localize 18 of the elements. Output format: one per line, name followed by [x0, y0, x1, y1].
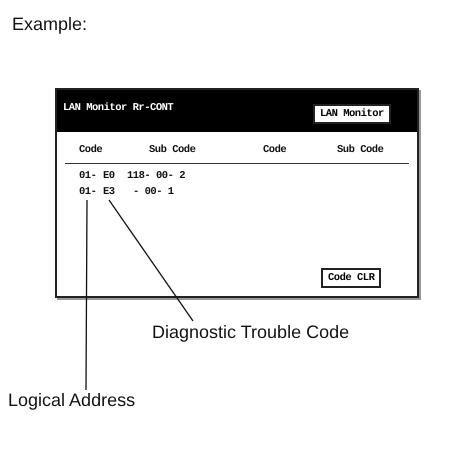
code-text: 01-: [79, 186, 96, 199]
callout-text: Diagnostic Trouble Code: [152, 322, 350, 344]
sub-code-text: 118- 00- 2: [127, 170, 186, 183]
code-text: E0: [103, 170, 115, 183]
heading: Example:: [12, 14, 88, 36]
code-text: 01-: [79, 170, 96, 183]
sub-code-text: - 00- 1: [133, 186, 174, 199]
leader-line: [108, 200, 194, 322]
clear-button: Code CLR: [321, 268, 382, 288]
column-header: Sub Code: [337, 144, 384, 157]
callout-text: Logical Address: [8, 390, 136, 412]
column-header: Sub Code: [149, 144, 196, 157]
tab-button: LAN Monitor: [313, 104, 391, 124]
screen-title: LAN Monitor Rr-CONT: [63, 102, 174, 115]
code-text: E3: [103, 186, 115, 199]
column-header: Code: [79, 144, 102, 157]
column-header: Code: [263, 144, 286, 157]
leader-line: [85, 200, 88, 390]
